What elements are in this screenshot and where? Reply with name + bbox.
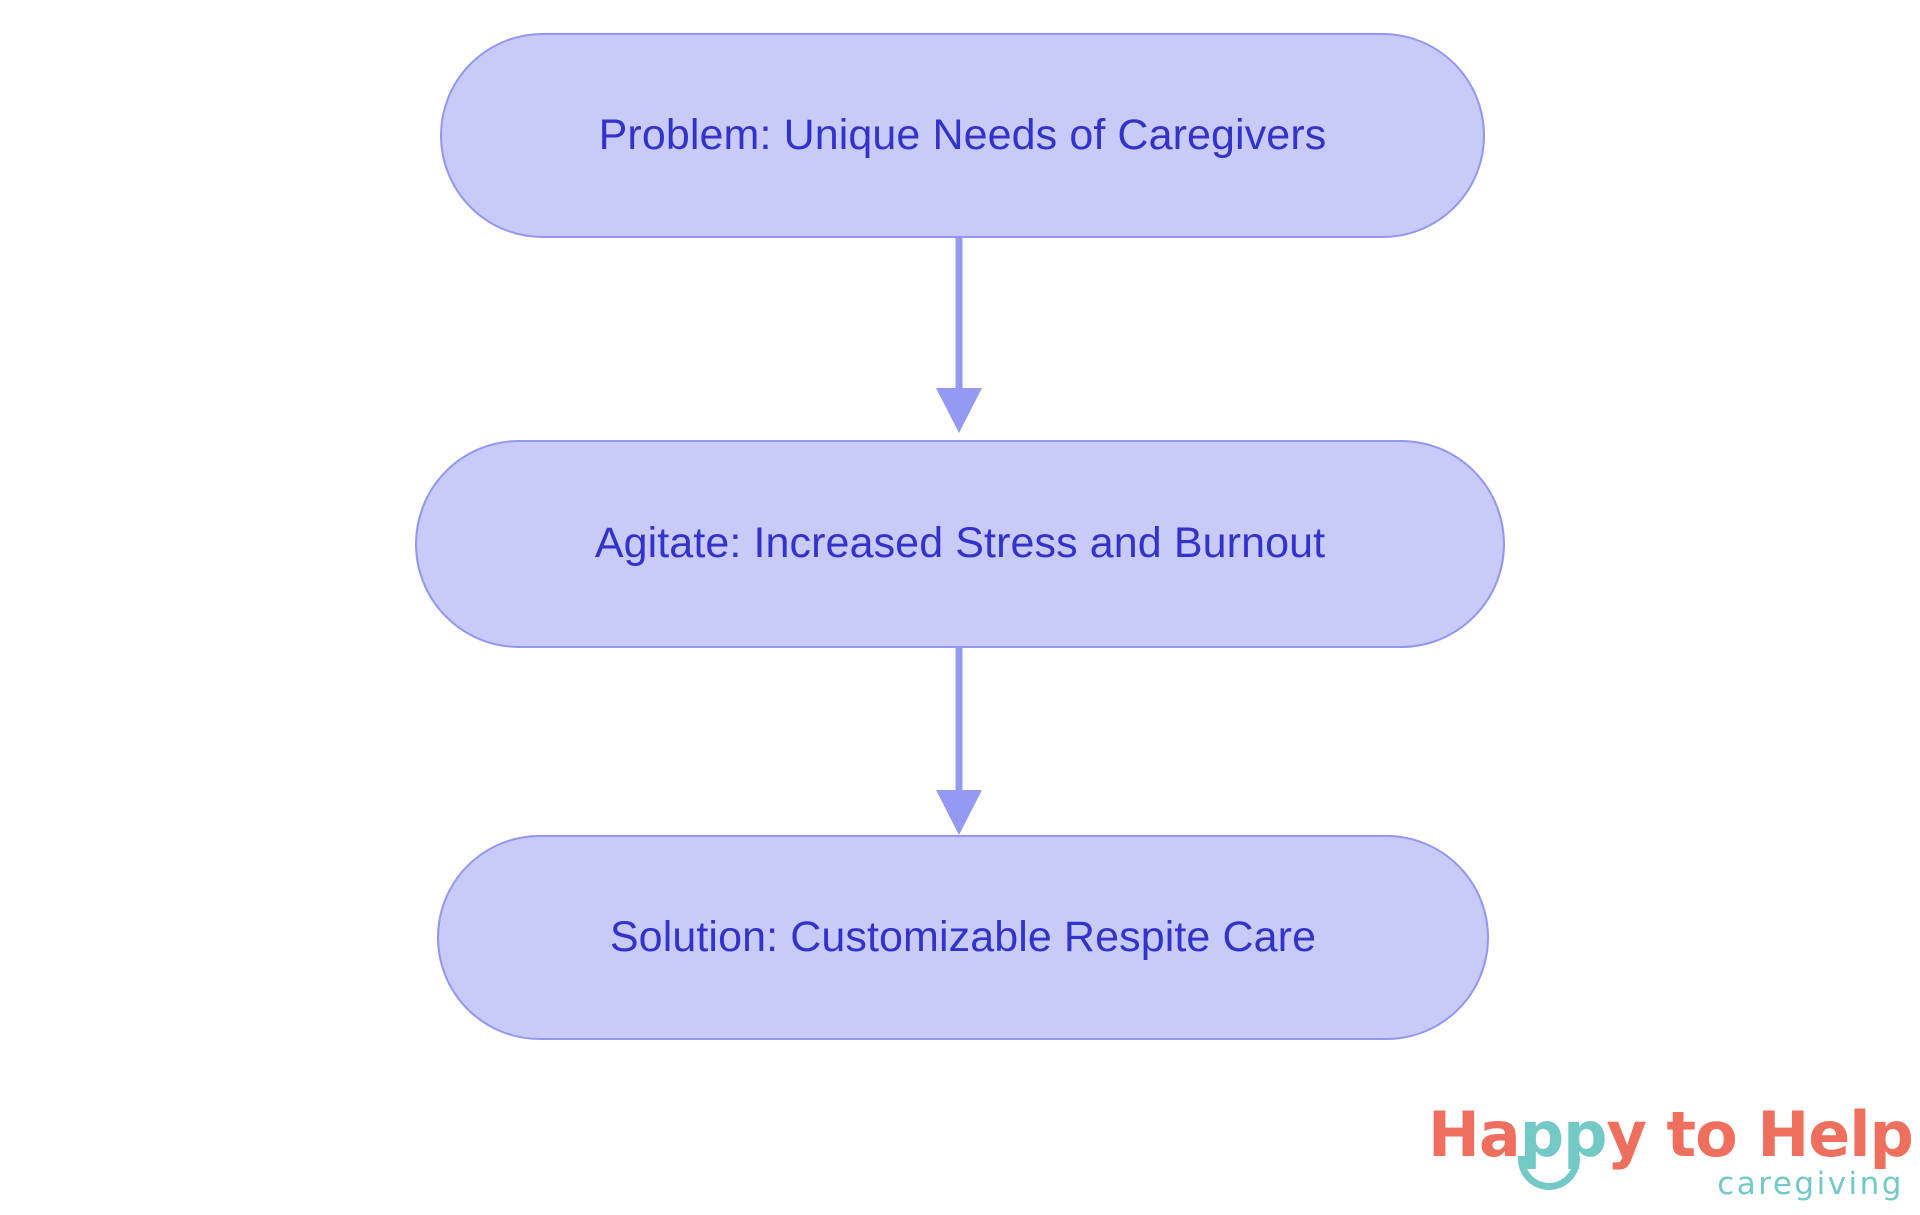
flow-node-solution-label: Solution: Customizable Respite Care [609,912,1317,961]
logo-word-to-help: to Help [1645,1098,1914,1171]
flow-node-agitate-label: Agitate: Increased Stress and Burnout [594,519,1326,568]
brand-logo: Happy to Help caregiving [1428,1104,1914,1210]
edge-agitate-solution-arrowhead [936,790,982,835]
flow-node-problem[interactable]: Problem: Unique Needs of Caregivers [440,33,1485,238]
brand-wordmark: Happy to Help [1428,1104,1914,1166]
logo-letter-a: a [1478,1098,1521,1171]
edge-problem-agitate [936,238,982,433]
flow-node-agitate[interactable]: Agitate: Increased Stress and Burnout [415,440,1505,648]
flow-node-solution[interactable]: Solution: Customizable Respite Care [437,835,1489,1040]
edge-problem-agitate-arrowhead [936,388,982,433]
flow-node-problem-label: Problem: Unique Needs of Caregivers [598,110,1327,159]
logo-letter-h: H [1428,1098,1480,1171]
logo-letter-y: y [1606,1098,1647,1171]
brand-tagline: caregiving [1717,1166,1904,1202]
smile-arc-icon [1518,1156,1580,1190]
edge-agitate-solution [936,648,982,835]
